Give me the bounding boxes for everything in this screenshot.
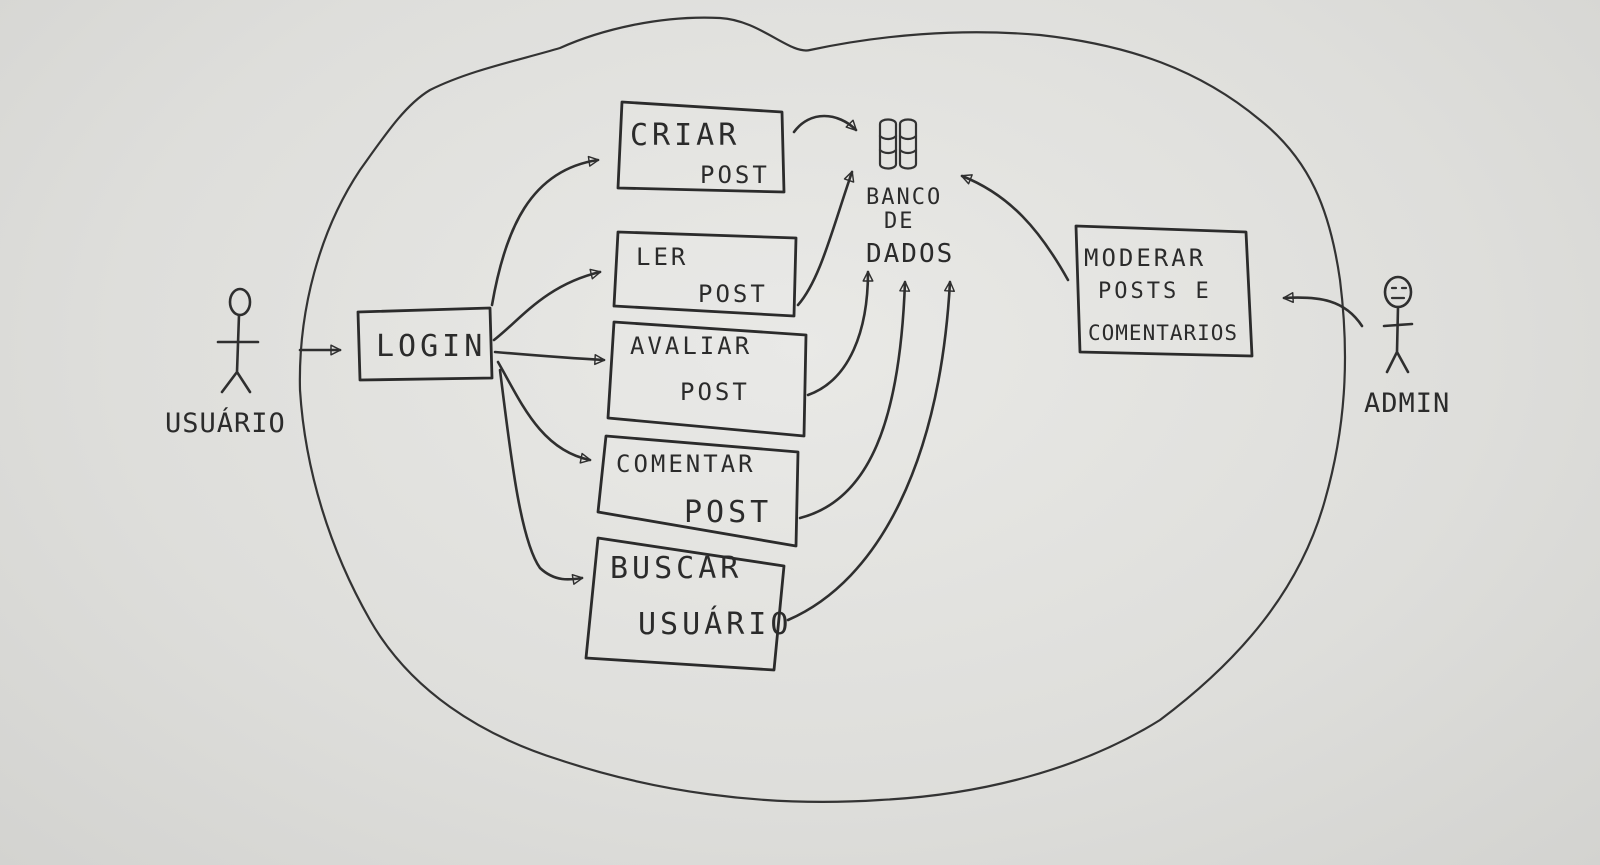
edge-login-comentar [496,360,592,464]
edge-ler-db [796,170,855,307]
usecase-comentar-post-line1: COMENTAR [616,450,756,478]
edge-login-criar [490,155,600,307]
system-boundary [298,16,1347,803]
usecase-buscar-usuario-line2: USUÁRIO [638,606,792,642]
login-label: LOGIN [376,329,486,364]
usecase-criar-post-line1: CRIAR [630,118,740,153]
usecase-buscar-usuario-line1: BUSCAR [610,551,742,586]
edge-admin-moderar [1282,291,1364,328]
login-usecase: LOGIN [356,306,494,382]
usecase-moderar-line1: MODERAR [1084,244,1206,272]
database-cylinders-icon [878,118,918,170]
usecase-ler-post: LER POST [612,230,798,318]
user-actor: USUÁRIO [165,287,286,439]
usecase-moderar-line3: COMENTARIOS [1088,321,1238,345]
usecase-criar-post: CRIAR POST [616,100,786,194]
usecase-buscar-usuario: BUSCAR USUÁRIO [584,536,792,672]
usecase-ler-post-line1: LER [636,243,688,271]
edge-comentar-db [798,280,911,520]
usecase-avaliar-post-line1: AVALIAR [630,332,752,360]
stick-figure-icon [1382,275,1414,374]
database-line2: DE [884,209,915,234]
database-line1: BANCO [866,185,942,210]
edge-login-buscar [498,368,584,585]
stick-figure-icon [216,287,260,394]
usecase-ler-post-line2: POST [698,280,768,308]
admin-actor-label: ADMIN [1364,388,1450,419]
database-line3: DADOS [866,239,954,269]
usecase-comentar-post: COMENTAR POST [596,434,800,548]
database-node: BANCO DE DADOS [866,118,954,269]
user-actor-label: USUÁRIO [165,407,286,439]
usecase-comentar-post-line2: POST [684,495,772,530]
edge-criar-db [792,114,858,134]
usecase-moderar-line2: POSTS E [1098,279,1212,304]
edge-moderar-db [960,174,1070,282]
usecase-criar-post-line2: POST [700,161,770,189]
usecase-avaliar-post-line2: POST [680,378,750,406]
edge-login-avaliar [493,350,606,366]
edge-buscar-db [786,280,956,622]
edge-login-ler [492,268,602,342]
usecase-moderar: MODERAR POSTS E COMENTARIOS [1074,224,1254,358]
usecase-avaliar-post: AVALIAR POST [606,320,808,438]
admin-actor: ADMIN [1364,275,1450,419]
edge-avaliar-db [806,270,874,397]
